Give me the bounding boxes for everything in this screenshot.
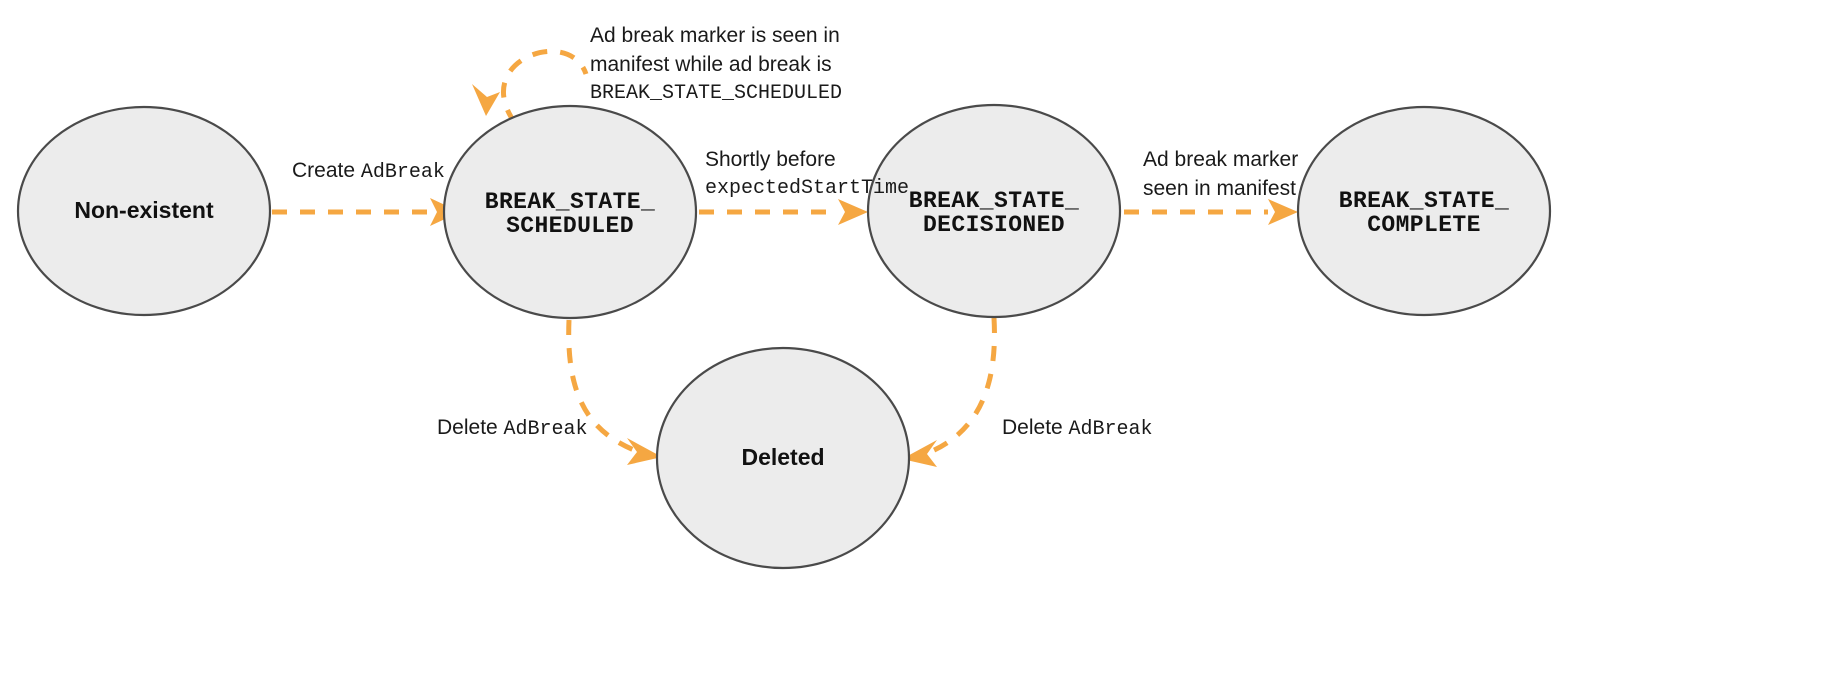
edge-label-scheduled-to-deleted: Delete AdBreak bbox=[437, 414, 588, 444]
edge-label-scheduled-to-deleted-text: Delete bbox=[437, 416, 504, 439]
edge-scheduled-to-decisioned bbox=[699, 199, 868, 225]
node-break-state-scheduled-label-line1: BREAK_STATE_ bbox=[485, 189, 655, 215]
node-break-state-decisioned-label-line1: BREAK_STATE_ bbox=[909, 188, 1079, 214]
node-break-state-complete[interactable]: BREAK_STATE_ COMPLETE bbox=[1296, 105, 1552, 317]
edge-label-scheduled-to-decisioned: Shortly before expectedStartTime bbox=[705, 146, 909, 203]
edge-label-scheduled-to-decisioned-line2: expectedStartTime bbox=[705, 176, 910, 200]
edge-decisioned-to-complete-arrowhead bbox=[1268, 199, 1298, 225]
edge-label-create-adbreak: Create AdBreak bbox=[292, 157, 445, 187]
edge-label-create-adbreak-text: Create bbox=[292, 159, 361, 182]
node-break-state-scheduled-shape[interactable] bbox=[442, 104, 698, 320]
edge-label-scheduled-to-decisioned-line1: Shortly before bbox=[705, 148, 836, 171]
edge-decisioned-to-complete bbox=[1124, 199, 1298, 225]
edge-scheduled-self-loop-arrowhead bbox=[472, 84, 500, 116]
node-break-state-complete-label-line2: COMPLETE bbox=[1367, 212, 1481, 238]
edge-scheduled-to-decisioned-arrowhead bbox=[838, 199, 868, 225]
node-deleted-shape[interactable] bbox=[655, 346, 911, 570]
node-break-state-decisioned-label-line2: DECISIONED bbox=[923, 212, 1065, 238]
edge-label-scheduled-self-loop-line3: BREAK_STATE_SCHEDULED bbox=[590, 81, 843, 105]
edge-create-adbreak bbox=[272, 198, 460, 226]
edge-scheduled-to-deleted-arrowhead bbox=[627, 438, 662, 465]
edge-label-decisioned-to-deleted-text: Delete bbox=[1002, 416, 1069, 439]
edge-label-decisioned-to-complete-line2: seen in manifest bbox=[1143, 176, 1296, 200]
edge-label-scheduled-self-loop-line1: Ad break marker is seen in bbox=[590, 24, 840, 47]
node-break-state-scheduled-label-line2: SCHEDULED bbox=[506, 213, 634, 239]
edge-decisioned-to-deleted bbox=[902, 317, 997, 467]
node-deleted-label: Deleted bbox=[741, 444, 824, 470]
edge-scheduled-self-loop bbox=[472, 48, 589, 125]
node-break-state-complete-label-line1: BREAK_STATE_ bbox=[1339, 188, 1509, 214]
edge-label-decisioned-to-complete-line1: Ad break marker bbox=[1143, 148, 1299, 171]
edge-decisioned-to-deleted-arrowhead bbox=[902, 440, 937, 467]
node-non-existent-shape[interactable] bbox=[16, 105, 272, 317]
edge-label-scheduled-self-loop: Ad break marker is seen in manifest whil… bbox=[590, 22, 842, 108]
edge-label-decisioned-to-deleted: Delete AdBreak bbox=[1002, 414, 1153, 444]
edge-scheduled-to-deleted bbox=[566, 319, 662, 465]
edge-label-decisioned-to-complete: Ad break marker seen in manifest bbox=[1143, 146, 1298, 204]
edge-label-decisioned-to-deleted-entity: AdBreak bbox=[1068, 418, 1153, 441]
node-deleted[interactable]: Deleted bbox=[655, 346, 911, 570]
node-break-state-complete-shape[interactable] bbox=[1296, 105, 1552, 317]
node-break-state-decisioned[interactable]: BREAK_STATE_ DECISIONED bbox=[866, 103, 1122, 319]
edge-label-scheduled-to-deleted-entity: AdBreak bbox=[503, 418, 588, 441]
node-break-state-scheduled[interactable]: BREAK_STATE_ SCHEDULED bbox=[442, 104, 698, 320]
node-non-existent-label: Non-existent bbox=[74, 197, 214, 223]
edge-decisioned-to-deleted-line bbox=[929, 317, 997, 455]
edge-scheduled-to-deleted-line bbox=[566, 319, 635, 453]
edge-label-create-adbreak-entity: AdBreak bbox=[360, 161, 445, 184]
edge-label-scheduled-self-loop-line2: manifest while ad break is bbox=[590, 52, 832, 76]
node-non-existent[interactable]: Non-existent bbox=[16, 105, 272, 317]
node-break-state-decisioned-shape[interactable] bbox=[866, 103, 1122, 319]
